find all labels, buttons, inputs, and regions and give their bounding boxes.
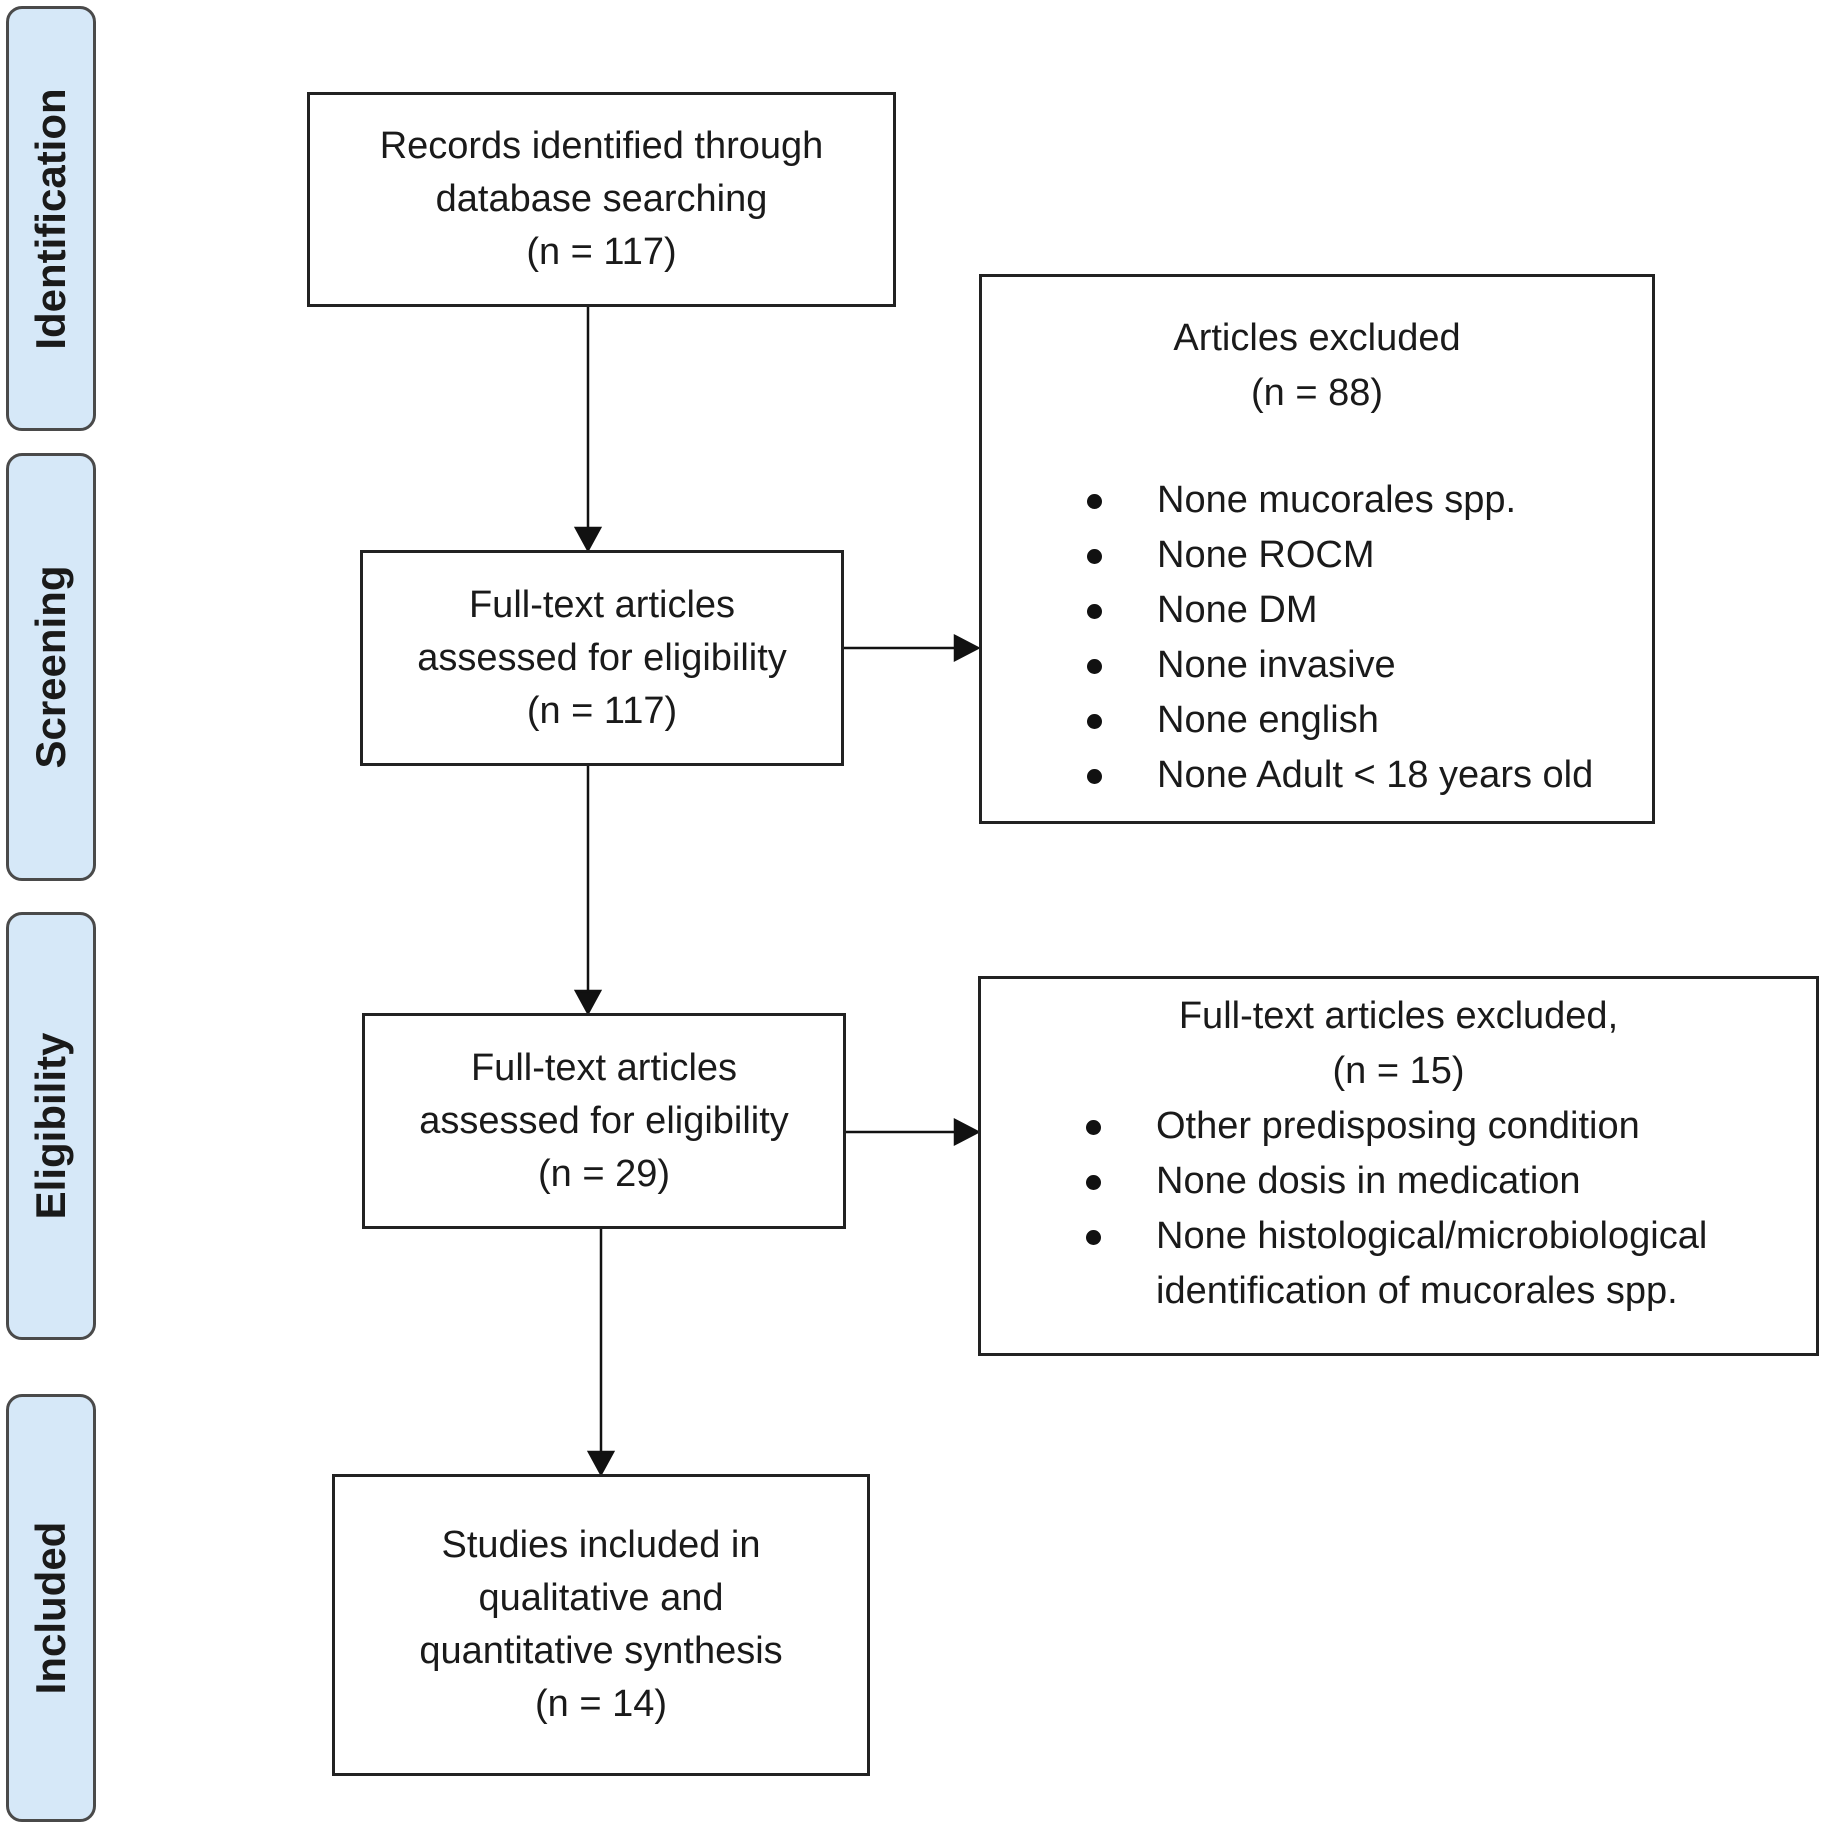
bullet-icon bbox=[1086, 1175, 1101, 1190]
bullet-icon bbox=[1086, 1120, 1101, 1135]
eligible-line-2: assessed for eligibility bbox=[419, 1099, 789, 1142]
arrowhead-eligible-to-included bbox=[586, 1450, 616, 1477]
arrowhead-screened-to-eligible bbox=[573, 989, 603, 1016]
box-screened: Full-text articles assessed for eligibil… bbox=[360, 550, 844, 766]
screened-count: (n = 117) bbox=[526, 689, 678, 732]
bullet-icon bbox=[1087, 494, 1102, 509]
included-count: (n = 14) bbox=[534, 1683, 668, 1725]
excluded-eligibility-reason: Other predisposing condition bbox=[981, 1099, 1816, 1154]
excluded-eligibility-title: Full-text articles excluded, bbox=[1178, 995, 1619, 1037]
excluded-eligibility-reason: None histological/microbiological identi… bbox=[981, 1209, 1816, 1319]
box-excluded-screening: Articles excluded (n = 88) None mucorale… bbox=[979, 274, 1655, 824]
excluded-screening-reason: None DM bbox=[982, 583, 1652, 638]
eligible-count: (n = 29) bbox=[537, 1152, 671, 1195]
excluded-eligibility-reason: None dosis in medication bbox=[981, 1154, 1816, 1209]
records-line-1: Records identified through bbox=[379, 125, 824, 167]
included-line-3: quantitative synthesis bbox=[419, 1630, 783, 1672]
box-eligible: Full-text articles assessed for eligibil… bbox=[362, 1013, 846, 1229]
box-included: Studies included in qualitative and quan… bbox=[332, 1474, 870, 1776]
bullet-icon bbox=[1087, 659, 1102, 674]
arrowhead-screened-to-excluded bbox=[953, 633, 981, 663]
screened-line-1: Full-text articles bbox=[468, 583, 736, 626]
excluded-screening-reason: None ROCM bbox=[982, 528, 1652, 583]
excluded-eligibility-count: (n = 15) bbox=[1332, 1050, 1465, 1092]
phase-eligibility: Eligibility bbox=[6, 912, 96, 1340]
arrowhead-eligible-to-excluded bbox=[953, 1117, 981, 1147]
bullet-icon bbox=[1087, 769, 1102, 784]
bullet-icon bbox=[1087, 714, 1102, 729]
screened-line-2: assessed for eligibility bbox=[417, 636, 787, 679]
excluded-screening-reasons: None mucorales spp. None ROCM None DM No… bbox=[982, 473, 1652, 803]
included-line-1: Studies included in bbox=[441, 1524, 761, 1566]
excluded-screening-reason: None invasive bbox=[982, 638, 1652, 693]
excluded-screening-reason: None mucorales spp. bbox=[982, 473, 1652, 528]
bullet-icon bbox=[1087, 549, 1102, 564]
phase-screening: Screening bbox=[6, 453, 96, 881]
excluded-screening-reason: None Adult < 18 years old bbox=[982, 748, 1652, 803]
arrowhead-records-to-screened bbox=[573, 526, 603, 553]
included-line-2: qualitative and bbox=[478, 1577, 724, 1619]
excluded-screening-title: Articles excluded bbox=[1173, 317, 1461, 359]
records-count: (n = 117) bbox=[526, 231, 677, 273]
excluded-screening-reason: None english bbox=[982, 693, 1652, 748]
phase-included: Included bbox=[6, 1394, 96, 1822]
box-excluded-eligibility: Full-text articles excluded, (n = 15) Ot… bbox=[978, 976, 1819, 1356]
bullet-icon bbox=[1086, 1230, 1101, 1245]
excluded-screening-count: (n = 88) bbox=[1250, 372, 1384, 414]
box-records-identified: Records identified through database sear… bbox=[307, 92, 896, 307]
excluded-eligibility-reasons: Other predisposing condition None dosis … bbox=[981, 1099, 1816, 1319]
eligible-line-1: Full-text articles bbox=[470, 1046, 738, 1089]
bullet-icon bbox=[1087, 604, 1102, 619]
phase-identification: Identification bbox=[6, 6, 96, 431]
records-line-2: database searching bbox=[435, 178, 768, 220]
